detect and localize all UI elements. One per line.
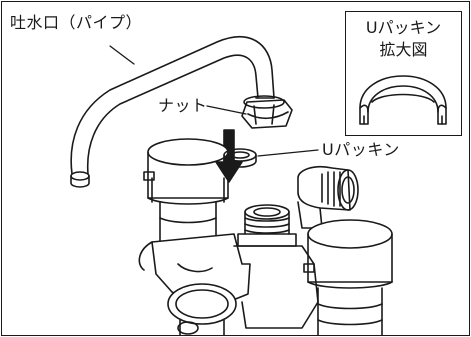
u-packing-ring (223, 148, 257, 168)
left-valve-handle (143, 138, 229, 243)
packing-label: Uパッキン (322, 140, 400, 159)
inset-title-line2: 拡大図 (379, 40, 428, 59)
faucet-illustration (70, 36, 393, 335)
nut-label: ナット (158, 96, 208, 115)
packing-leader-line (257, 149, 319, 157)
spout-label: 吐水口（パイプ） (10, 13, 143, 32)
inset-title-line1: Uパッキン (365, 18, 442, 37)
spout-pipe (70, 36, 275, 188)
elbow-fitting (297, 165, 359, 229)
packing-detail-inset: Uパッキン 拡大図 (345, 11, 462, 136)
bottom-left-handle (167, 283, 237, 335)
threaded-nipple (237, 204, 297, 247)
nut (241, 95, 293, 129)
nut-leader-line (206, 105, 247, 115)
down-arrow (215, 129, 243, 183)
spout-leader-line (109, 45, 135, 65)
u-packing-enlarged (359, 75, 447, 125)
leader-lines (109, 45, 319, 157)
right-valve-handle (303, 219, 393, 335)
faucet-body (138, 233, 319, 329)
